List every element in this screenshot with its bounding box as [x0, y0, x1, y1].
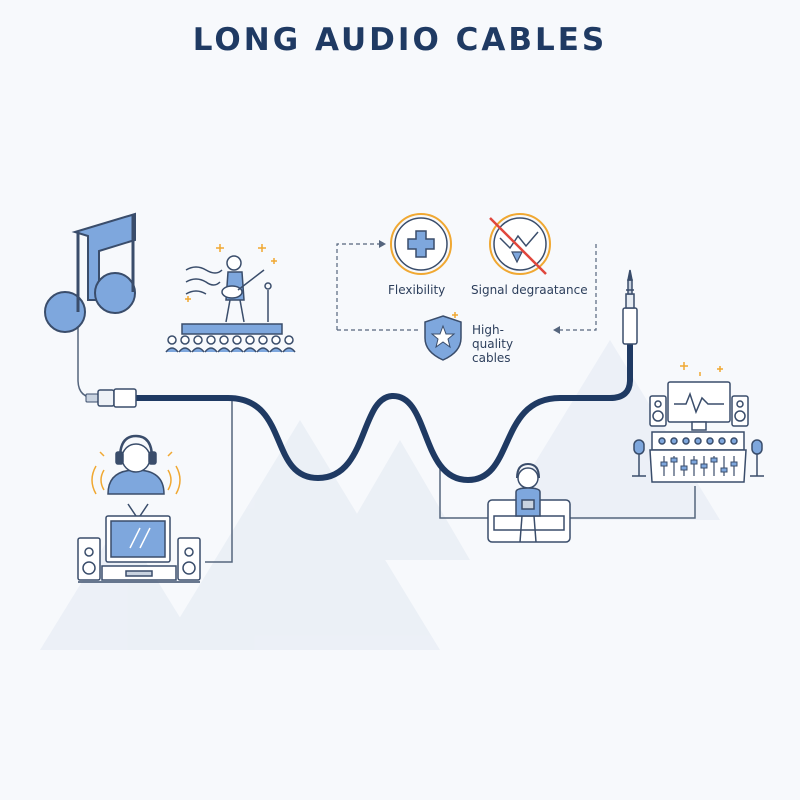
high-quality-cables-label: High-quality cables [472, 323, 514, 365]
shield-star-icon [424, 312, 462, 361]
background-shapes [40, 340, 720, 650]
audio-jack-icon [622, 269, 638, 345]
page-title: LONG AUDIO CABLES [192, 22, 608, 58]
benefit-flow-arrows [336, 243, 597, 331]
flexibility-label: Flexibility [388, 283, 446, 297]
flexibility-plus-icon [390, 213, 452, 275]
music-note-icon [44, 212, 136, 333]
main-cable [132, 337, 633, 484]
guitarist-concert-icon [165, 244, 296, 353]
mixing-studio-icon [632, 362, 764, 483]
home-tv-stereo-icon [77, 503, 201, 583]
cable-plug-left [85, 388, 137, 408]
couch-listener-icon [487, 462, 571, 543]
signal-degradation-label: Signal degraatance [471, 283, 588, 297]
signal-degradation-icon [489, 213, 551, 275]
arrow-heads [379, 240, 560, 334]
listener-headphones-icon [91, 434, 181, 495]
